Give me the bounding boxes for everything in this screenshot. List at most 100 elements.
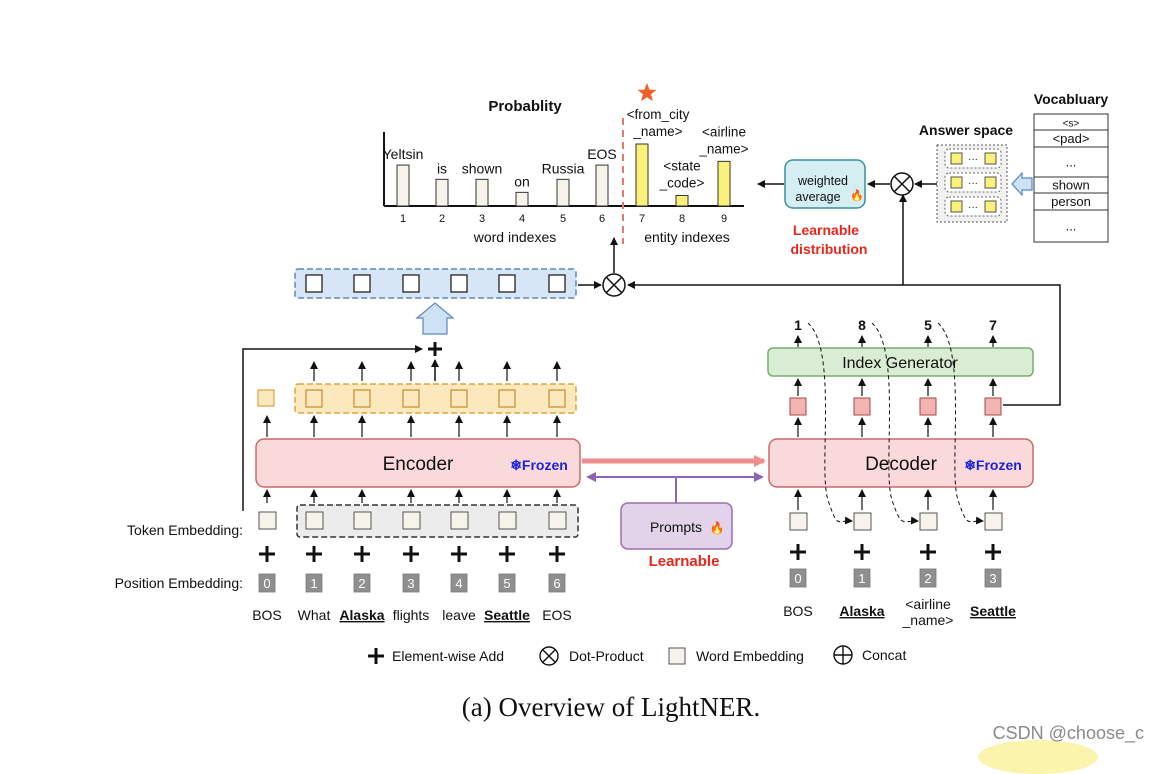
entity-bar	[675, 194, 689, 207]
dot-product-symbol-top	[890, 172, 914, 196]
decoder-frozen-badge: ❄Frozen	[964, 457, 1022, 473]
decoder-input-token: Seattle	[970, 603, 1016, 619]
decoder-label: Decoder	[865, 454, 937, 475]
word-bar	[396, 164, 410, 207]
bos-skip-line	[242, 345, 423, 511]
weighted-average-box: weighted average 🔥	[784, 159, 866, 209]
prompts-box: Prompts 🔥	[620, 502, 733, 550]
answer-token-square	[984, 200, 997, 213]
position-number: 2	[358, 576, 365, 591]
decoder-to-answer-line	[899, 194, 1061, 406]
decoder-hidden-square	[984, 397, 1002, 416]
entity-bar-label: _name>	[632, 124, 682, 139]
position-number: 0	[263, 576, 270, 591]
entity-axis-label: entity indexes	[644, 229, 730, 245]
vocabulary-item-text: <s>	[1063, 119, 1080, 130]
legend-word-square	[668, 647, 686, 665]
answer-token-square	[950, 152, 963, 165]
memory-square	[548, 274, 566, 293]
generated-index: 1	[794, 317, 802, 333]
index-generator-block: Index Generator	[767, 347, 1034, 377]
vocabulary-item-text: ...	[1066, 219, 1077, 234]
decoder-token-square	[919, 512, 938, 531]
position-embedding-label: Position Embedding:	[115, 575, 243, 591]
vocabulary-item-text: <pad>	[1053, 131, 1090, 146]
word-bar	[435, 178, 449, 207]
index-generator-label: Index Generator	[842, 355, 958, 372]
vocabulary-item-text: shown	[1052, 178, 1090, 193]
encoder-label: Encoder	[383, 454, 454, 475]
input-token: leave	[442, 607, 476, 623]
position-badge	[498, 573, 516, 593]
legend-word-label: Word Embedding	[696, 648, 804, 664]
position-badge	[919, 568, 937, 588]
input-token: Seattle	[484, 607, 530, 623]
vocab-to-answer-arrow	[1011, 171, 1033, 197]
word-bar	[556, 178, 570, 207]
vocabulary-title: Vocabluary	[1034, 91, 1109, 107]
fire-icon: 🔥	[850, 189, 864, 202]
encoder-output-square	[450, 389, 468, 408]
encoder-output-square	[548, 389, 566, 408]
decoder-token-square	[789, 512, 808, 531]
token-embedding-square	[450, 511, 469, 530]
position-badge	[402, 573, 420, 593]
position-number: 1	[310, 576, 317, 591]
token-embedding-square	[305, 511, 324, 530]
legend-concat-symbol	[833, 645, 853, 665]
plus-to-memory-arrow	[415, 302, 455, 335]
word-bar-label: Yeltsin	[383, 146, 424, 162]
decoder-input-token: <airline	[905, 596, 951, 612]
token-embedding-square	[402, 511, 421, 530]
position-number: 5	[503, 576, 510, 591]
word-bar	[475, 178, 489, 207]
encoder-output-square	[353, 389, 371, 408]
word-bar	[515, 191, 529, 207]
vocabulary-list: <s><pad>...shownperson...	[1033, 113, 1109, 243]
decoder-block: Decoder ❄Frozen	[768, 438, 1034, 488]
decoder-hidden-square	[853, 397, 871, 416]
position-number: 3	[407, 576, 414, 591]
autoregressive-feedback-line	[937, 322, 984, 525]
autoregressive-feedback-line	[871, 322, 919, 525]
element-wise-add-symbol	[428, 342, 442, 356]
memory-square	[498, 274, 516, 293]
position-number: 6	[553, 576, 560, 591]
answer-space-box: ··· ··· ···	[936, 144, 1008, 223]
entity-bar	[635, 143, 649, 207]
token-embedding-label: Token Embedding:	[127, 522, 243, 538]
prompts-caption: Learnable	[649, 553, 720, 570]
position-number: 2	[924, 571, 931, 586]
answer-space-title: Answer space	[919, 122, 1013, 138]
legend: Element-wise Add Dot-Product Word Embedd…	[368, 645, 906, 666]
word-bar-label: on	[514, 173, 530, 189]
memory-square	[305, 274, 323, 293]
decoder-hidden-square	[789, 397, 807, 416]
legend-dot-symbol	[539, 646, 559, 666]
answer-ellipsis: ···	[968, 178, 978, 189]
answer-ellipsis: ···	[968, 202, 978, 213]
decoder-input-token: _name>	[902, 612, 954, 628]
word-axis-label: word indexes	[473, 229, 557, 245]
position-badge	[305, 573, 323, 593]
word-index-tick: 5	[560, 213, 566, 225]
entity-index-tick: 9	[721, 213, 727, 225]
learnable-distribution-line2: distribution	[791, 241, 868, 257]
generated-index: 5	[924, 317, 932, 333]
position-number: 4	[455, 576, 462, 591]
decoder-input-token: BOS	[783, 603, 813, 619]
watermark: CSDN @choose_c	[992, 723, 1144, 743]
probability-chart: Probablity Yeltsin1is2shown3on4Russia5EO…	[383, 83, 749, 245]
lightner-diagram: Probablity Yeltsin1is2shown3on4Russia5EO…	[115, 83, 1109, 722]
answer-ellipsis: ···	[968, 154, 978, 165]
decoder-input-token: Alaska	[839, 603, 884, 619]
vocabulary-item	[1033, 209, 1109, 243]
fire-icon: 🔥	[710, 521, 725, 535]
encoder-output-square	[402, 389, 420, 408]
word-index-tick: 4	[519, 213, 525, 225]
figure-caption: (a) Overview of LightNER.	[462, 692, 760, 722]
word-index-tick: 3	[479, 213, 485, 225]
chart-bars: Yeltsin1is2shown3on4Russia5EOS6<from_cit…	[383, 83, 749, 225]
bos-output-square	[257, 389, 275, 407]
token-embedding-square	[548, 511, 567, 530]
